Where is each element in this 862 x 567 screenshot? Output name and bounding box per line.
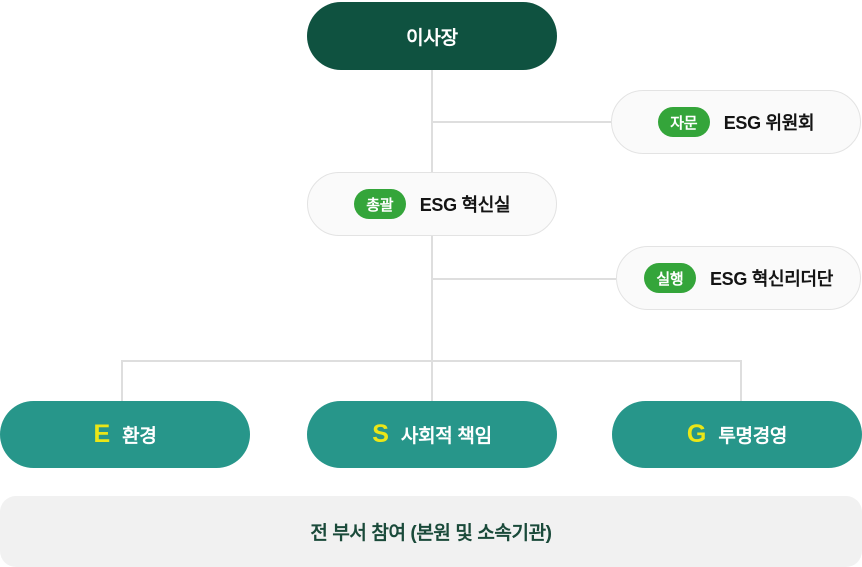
connector-branch-advisory bbox=[431, 121, 613, 123]
node-pillar-governance[interactable]: G 투명경영 bbox=[612, 401, 862, 468]
node-pillar-environment[interactable]: E 환경 bbox=[0, 401, 250, 468]
pillar-letter-s: S bbox=[372, 420, 389, 448]
node-esg-innovation-office-label: ESG 혁신실 bbox=[419, 195, 511, 215]
node-chairman-label: 이사장 bbox=[406, 27, 458, 49]
node-pillar-environment-label: 환경 bbox=[122, 426, 157, 447]
badge-execution: 실행 bbox=[643, 263, 696, 293]
connector-branch-execution bbox=[431, 278, 616, 280]
node-esg-innovation-office[interactable]: 총괄 ESG 혁신실 bbox=[307, 172, 557, 236]
connector-distribution-bar bbox=[121, 360, 742, 362]
badge-advisory: 자문 bbox=[657, 107, 710, 137]
node-all-departments: 전 부서 참여 (본원 및 소속기관) bbox=[0, 496, 862, 567]
connector-drop-g bbox=[740, 360, 742, 402]
node-esg-leader-group[interactable]: 실행 ESG 혁신리더단 bbox=[616, 246, 861, 310]
pillar-letter-e: E bbox=[93, 420, 111, 448]
node-esg-leader-group-label: ESG 혁신리더단 bbox=[709, 269, 834, 289]
node-all-departments-label: 전 부서 참여 (본원 및 소속기관) bbox=[310, 523, 552, 544]
node-esg-committee-label: ESG 위원회 bbox=[723, 113, 815, 133]
node-pillar-social[interactable]: S 사회적 책임 bbox=[307, 401, 557, 468]
connector-spine-top bbox=[431, 70, 433, 184]
connector-spine-to-s bbox=[431, 360, 433, 402]
connector-drop-e bbox=[121, 360, 123, 402]
node-pillar-governance-label: 투명경영 bbox=[718, 426, 788, 447]
connector-spine-mid bbox=[431, 235, 433, 361]
node-pillar-social-label: 사회적 책임 bbox=[400, 426, 492, 447]
pillar-letter-g: G bbox=[686, 420, 707, 448]
node-chairman[interactable]: 이사장 bbox=[307, 2, 557, 70]
node-esg-committee[interactable]: 자문 ESG 위원회 bbox=[611, 90, 861, 154]
badge-management: 총괄 bbox=[353, 189, 406, 219]
